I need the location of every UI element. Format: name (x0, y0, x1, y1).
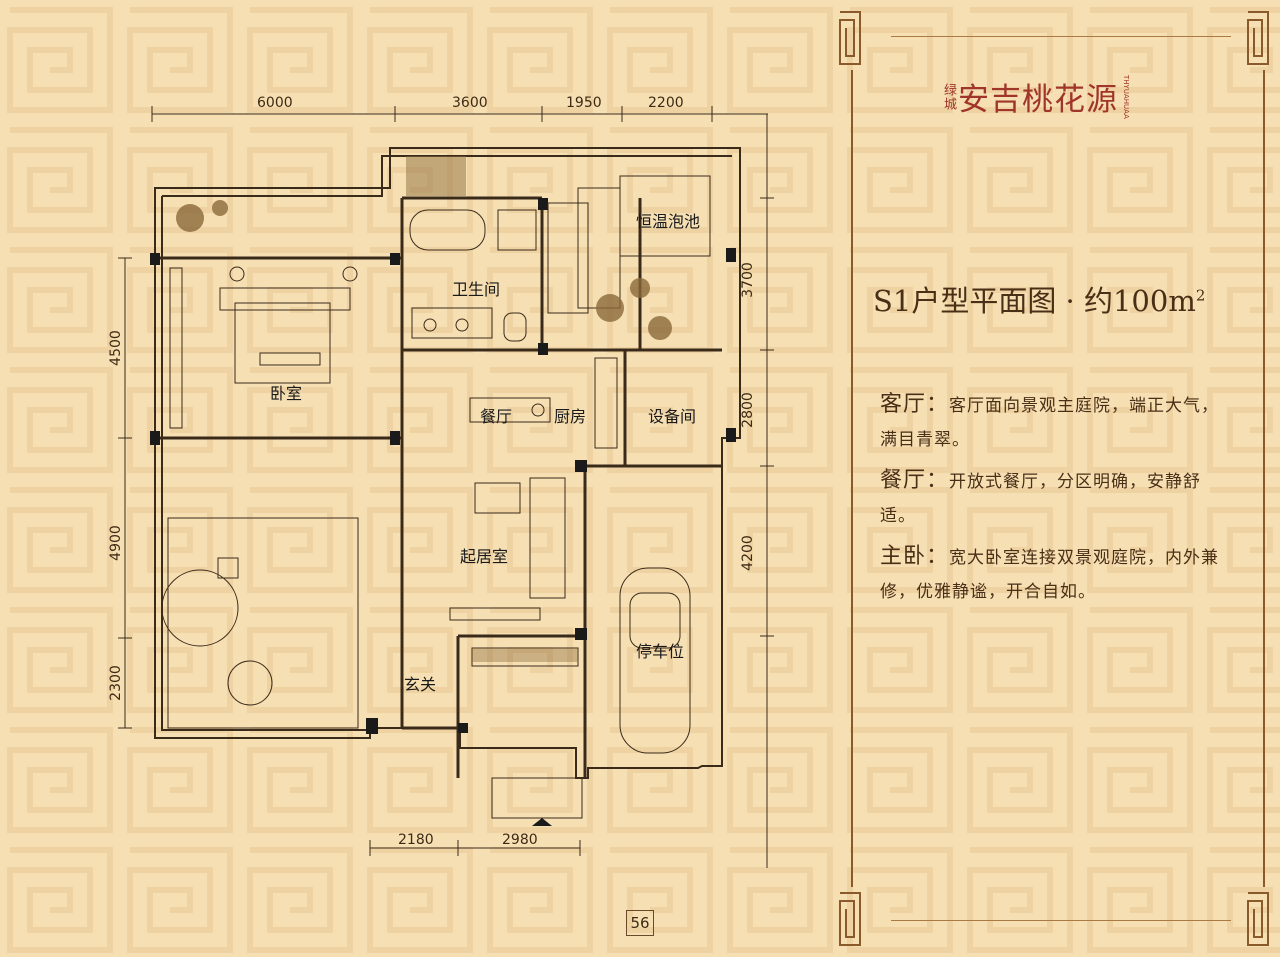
dim-bottom-2: 2980 (502, 832, 538, 848)
dim-left-3: 2300 (107, 665, 124, 701)
room-label-kitchen: 厨房 (554, 407, 587, 426)
page-title: S1户型平面图 · 约100m2 (873, 284, 1206, 318)
corner-ornament-icon (1247, 11, 1269, 65)
dim-right-1: 3700 (739, 262, 756, 298)
dim-top-4: 2200 (648, 95, 684, 111)
dim-left-2: 4900 (107, 525, 124, 561)
room-label-bedroom: 卧室 (270, 384, 303, 403)
description-dining: 餐厅：开放式餐厅，分区明确，安静舒适。 (880, 468, 1202, 526)
brand-name: 安吉桃花源 (958, 82, 1118, 118)
dim-top-3: 1950 (566, 95, 602, 111)
room-label-living: 起居室 (460, 547, 509, 566)
room-label-pool: 恒温泡池 (636, 212, 701, 231)
description-living: 客厅：客厅面向景观主庭院，端正大气，满目青翠。 (880, 392, 1220, 450)
brand-mark: THYUAHUAA (1122, 74, 1130, 119)
brand-sub: 绿城 (941, 82, 956, 111)
dim-right-3: 4200 (739, 535, 756, 571)
dim-left-1: 4500 (107, 330, 124, 366)
dim-right-2: 2800 (739, 392, 756, 428)
dim-bottom-1: 2180 (398, 832, 434, 848)
corner-ornament-icon (839, 11, 861, 65)
room-label-dining: 餐厅 (480, 407, 513, 426)
dim-top-1: 6000 (257, 95, 293, 111)
room-label-entry: 玄关 (404, 675, 437, 694)
corner-ornament-icon (1247, 892, 1269, 946)
description-bedroom: 主卧：宽大卧室连接双景观庭院，内外兼修，优雅静谧，开合自如。 (880, 544, 1220, 602)
brand-logo: 绿城 安吉桃花源 THYUAHUAA (941, 74, 1130, 119)
room-label-parking: 停车位 (636, 642, 685, 661)
page-number: 56 (626, 910, 654, 936)
room-label-equipment: 设备间 (648, 407, 697, 426)
dim-top-2: 3600 (452, 95, 488, 111)
corner-ornament-icon (839, 892, 861, 946)
floor-plan (118, 106, 774, 868)
room-label-bath: 卫生间 (452, 280, 501, 299)
info-panel-frame (835, 8, 1271, 949)
